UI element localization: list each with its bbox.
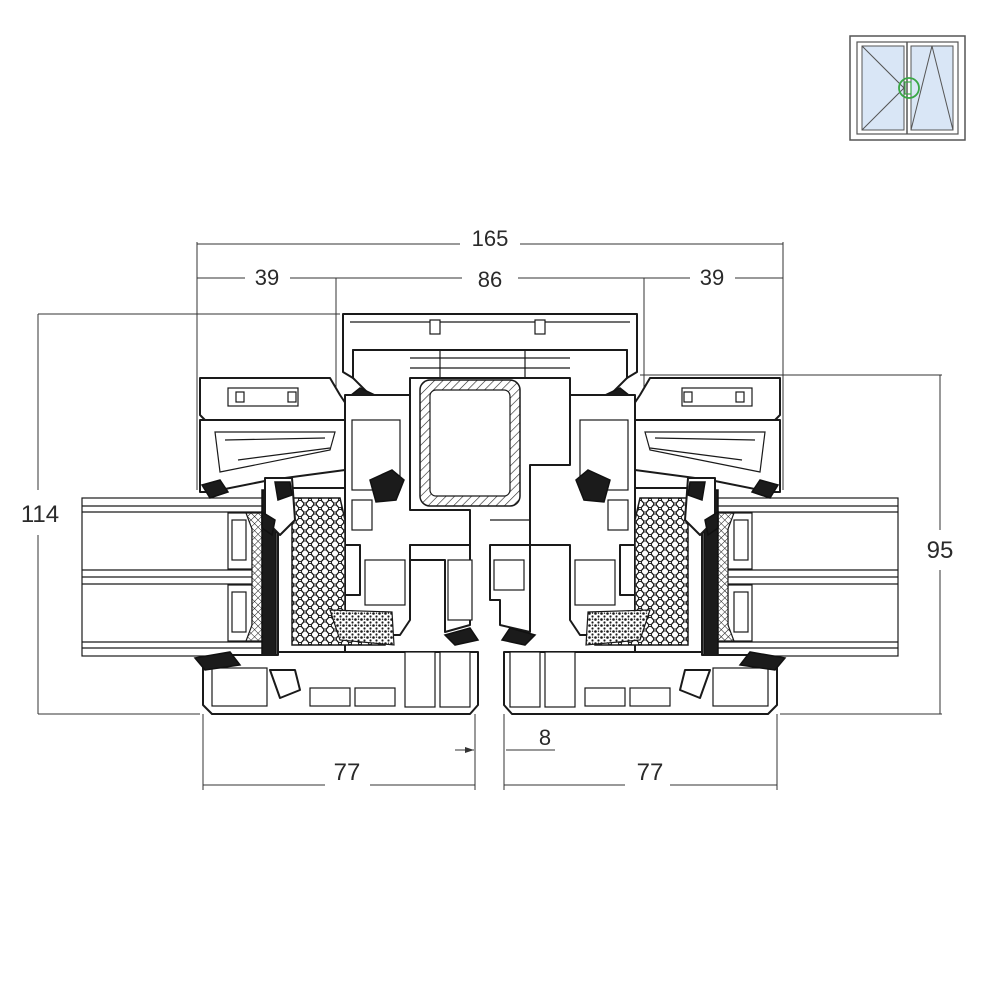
- dim-gap: 8: [539, 725, 551, 750]
- dim-lower-left: 77: [334, 759, 361, 786]
- sash-left: [261, 394, 471, 653]
- dim-left-leaf: 39: [255, 265, 279, 290]
- frame-bottom-right: [503, 651, 787, 715]
- dim-center: 86: [478, 267, 502, 292]
- dim-right-leaf: 39: [700, 265, 724, 290]
- frame-top-left: [199, 377, 351, 499]
- meeting-profiles: [409, 519, 537, 646]
- sash-right: [529, 394, 719, 653]
- steel-reinforcement: [419, 379, 521, 507]
- dimension-lines: [37, 242, 942, 790]
- dim-overall-width: 165: [472, 226, 509, 251]
- dim-overall-height: 114: [21, 501, 59, 528]
- dim-lower-right: 77: [637, 759, 664, 786]
- glazing-left: [81, 489, 277, 659]
- dim-glazing-height: 95: [927, 537, 954, 564]
- frame-bottom-left: [193, 651, 479, 715]
- glazing-right: [703, 489, 899, 659]
- double-casement-window-icon: [849, 35, 966, 141]
- frame-top-right: [629, 377, 781, 499]
